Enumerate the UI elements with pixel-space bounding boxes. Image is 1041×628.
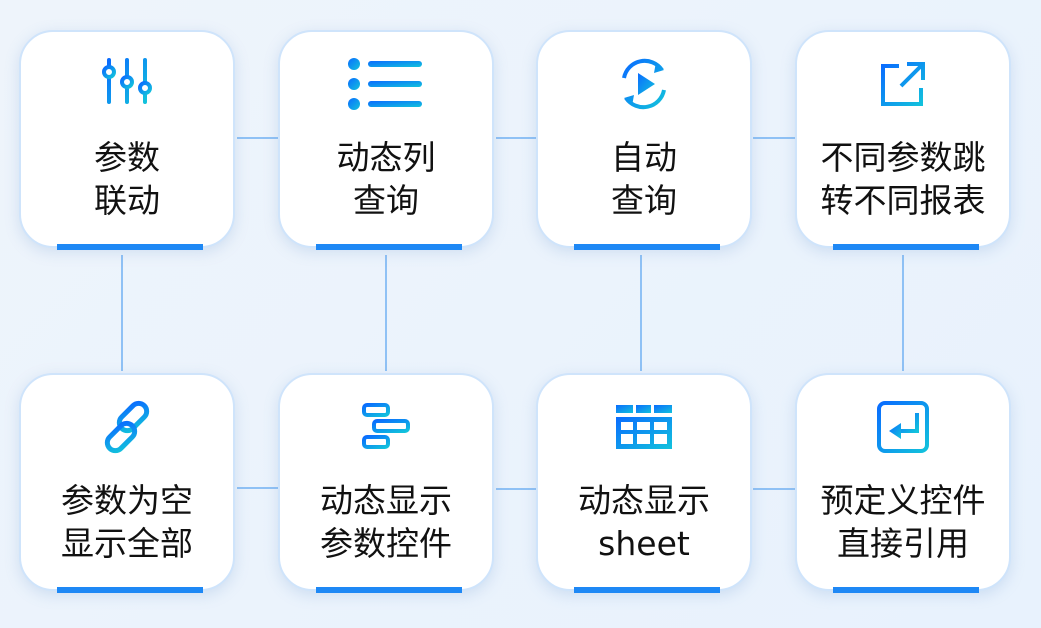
card-label: 不同参数跳转不同报表 <box>820 138 986 220</box>
card-underline <box>574 244 720 250</box>
connector <box>902 255 904 371</box>
card-label: 动态列查询 <box>336 138 436 220</box>
widget-icon <box>362 403 410 449</box>
card-label: 自动查询 <box>611 138 677 220</box>
card-label: 参数联动 <box>94 138 160 220</box>
connector <box>753 488 795 490</box>
connector <box>237 487 279 489</box>
connector <box>121 255 123 371</box>
card-dynamic-param-widget[interactable]: 动态显示参数控件 <box>278 373 494 593</box>
card-empty-param-show-all[interactable]: 参数为空显示全部 <box>19 373 235 593</box>
connector <box>385 255 387 371</box>
sliders-icon <box>102 58 152 104</box>
external-link-icon <box>881 62 925 106</box>
card-underline <box>574 587 720 593</box>
card-auto-query[interactable]: 自动查询 <box>536 30 752 250</box>
card-label: 动态显示参数控件 <box>320 481 452 563</box>
table-icon <box>616 405 672 449</box>
connector <box>640 255 642 371</box>
card-param-linkage[interactable]: 参数联动 <box>19 30 235 250</box>
card-label: 参数为空显示全部 <box>61 481 193 563</box>
card-underline <box>316 587 462 593</box>
connector <box>496 488 536 490</box>
card-underline <box>833 244 979 250</box>
card-predefined-widget[interactable]: 预定义控件直接引用 <box>795 373 1011 593</box>
enter-icon <box>877 401 929 453</box>
list-icon <box>348 58 422 110</box>
link-icon <box>104 400 150 454</box>
card-jump-report[interactable]: 不同参数跳转不同报表 <box>795 30 1011 250</box>
connector <box>237 137 279 139</box>
connector <box>753 137 795 139</box>
card-underline <box>57 587 203 593</box>
card-underline <box>57 244 203 250</box>
card-underline <box>833 587 979 593</box>
auto-play-icon <box>622 58 666 110</box>
card-dynamic-column-query[interactable]: 动态列查询 <box>278 30 494 250</box>
card-label: 预定义控件直接引用 <box>820 481 986 563</box>
card-underline <box>316 244 462 250</box>
connector <box>496 137 536 139</box>
